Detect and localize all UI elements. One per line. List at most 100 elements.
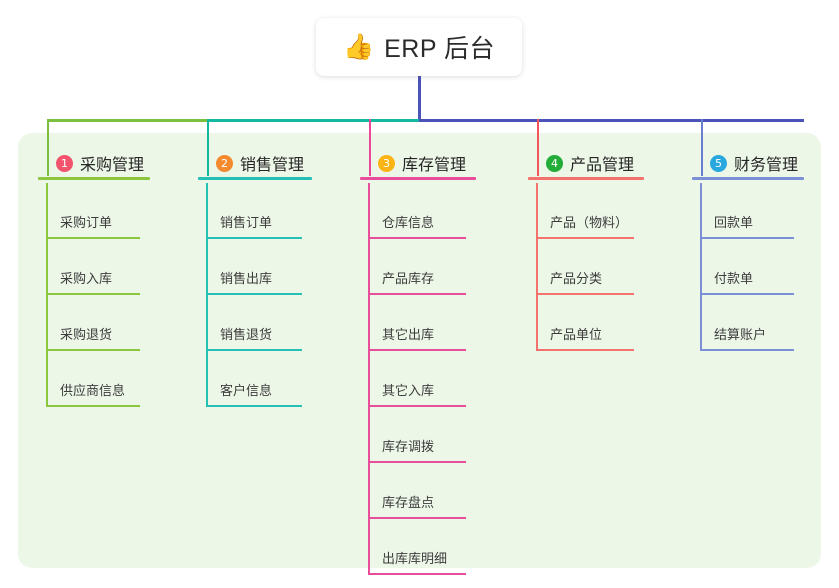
leaf-stem: [206, 351, 208, 407]
leaf-underline: [368, 237, 466, 239]
leaf-underline: [368, 573, 466, 575]
leaf-list-3: 仓库信息产品库存其它出库其它入库库存调拨库存盘点出库库明细: [360, 183, 516, 575]
leaf-stem: [536, 295, 538, 351]
leaf-item[interactable]: 销售出库: [198, 239, 352, 295]
leaf-stem: [368, 519, 370, 575]
leaf-stem: [700, 239, 702, 295]
leaf-item[interactable]: 其它入库: [360, 351, 516, 407]
leaf-item[interactable]: 客户信息: [198, 351, 352, 407]
branch-number-badge: 4: [546, 154, 563, 172]
leaf-label: 其它入库: [382, 383, 435, 398]
root-title: ERP 后台: [384, 35, 496, 63]
leaf-item[interactable]: 产品（物料）: [528, 183, 684, 239]
leaf-label: 产品（物料）: [550, 215, 629, 230]
leaf-item[interactable]: 产品单位: [528, 295, 684, 351]
branch-column-1: 1 采购管理采购订单采购入库采购退货供应商信息: [38, 146, 190, 407]
branch-number-badge: 5: [710, 154, 727, 172]
leaf-label: 出库库明细: [382, 551, 448, 566]
branch-underline: [528, 177, 644, 180]
leaf-stem: [46, 351, 48, 407]
leaf-stem: [700, 295, 702, 351]
branch-header-3[interactable]: 3 库存管理: [360, 146, 516, 180]
leaf-underline: [700, 293, 794, 295]
leaf-underline: [206, 293, 302, 295]
drop-connector-4: [537, 119, 539, 176]
leaf-stem: [368, 183, 370, 239]
leaf-item[interactable]: 产品库存: [360, 239, 516, 295]
leaf-item[interactable]: 库存盘点: [360, 463, 516, 519]
leaf-underline: [206, 349, 302, 351]
leaf-list-4: 产品（物料） 产品分类产品单位: [528, 183, 684, 351]
leaf-item[interactable]: 采购订单: [38, 183, 190, 239]
leaf-underline: [536, 349, 634, 351]
leaf-stem: [206, 183, 208, 239]
branch-underline: [692, 177, 804, 180]
leaf-stem: [368, 239, 370, 295]
leaf-label: 结算账户: [714, 327, 767, 342]
branch-title: 库存管理: [402, 157, 467, 174]
leaf-label: 产品分类: [550, 271, 603, 286]
branch-number-badge: 2: [216, 154, 233, 172]
trunk-connector: [418, 76, 421, 122]
leaf-stem: [368, 407, 370, 463]
leaf-underline: [368, 405, 466, 407]
leaf-underline: [368, 293, 466, 295]
root-node[interactable]: 👍 ERP 后台: [316, 18, 522, 76]
leaf-item[interactable]: 采购退货: [38, 295, 190, 351]
branch-number-badge: 3: [378, 154, 395, 172]
leaf-label: 销售退货: [220, 327, 273, 342]
leaf-label: 回款单: [714, 215, 754, 230]
leaf-label: 付款单: [714, 271, 754, 286]
leaf-stem: [368, 295, 370, 351]
leaf-underline: [700, 349, 794, 351]
leaf-underline: [46, 293, 140, 295]
leaf-label: 销售订单: [220, 215, 273, 230]
branch-column-2: 2 销售管理销售订单销售出库销售退货客户信息: [198, 146, 352, 407]
leaf-item[interactable]: 出库库明细: [360, 519, 516, 575]
leaf-item[interactable]: 回款单: [692, 183, 839, 239]
leaf-underline: [206, 237, 302, 239]
leaf-underline: [536, 237, 634, 239]
leaf-stem: [206, 239, 208, 295]
leaf-stem: [368, 351, 370, 407]
bus-segment-mid: [208, 119, 419, 122]
leaf-item[interactable]: 库存调拨: [360, 407, 516, 463]
leaf-item[interactable]: 其它出库: [360, 295, 516, 351]
branch-title: 采购管理: [80, 157, 145, 174]
branch-title: 销售管理: [240, 157, 305, 174]
leaf-label: 采购订单: [60, 215, 113, 230]
leaf-label: 库存盘点: [382, 495, 435, 510]
leaf-underline: [368, 461, 466, 463]
leaf-underline: [46, 237, 140, 239]
leaf-label: 采购入库: [60, 271, 113, 286]
leaf-item[interactable]: 销售退货: [198, 295, 352, 351]
leaf-item[interactable]: 付款单: [692, 239, 839, 295]
leaf-label: 仓库信息: [382, 215, 435, 230]
leaf-underline: [206, 405, 302, 407]
leaf-stem: [46, 295, 48, 351]
leaf-stem: [368, 463, 370, 519]
leaf-item[interactable]: 产品分类: [528, 239, 684, 295]
leaf-label: 供应商信息: [60, 383, 126, 398]
leaf-item[interactable]: 销售订单: [198, 183, 352, 239]
leaf-item[interactable]: 仓库信息: [360, 183, 516, 239]
leaf-label: 产品库存: [382, 271, 435, 286]
branch-header-1[interactable]: 1 采购管理: [38, 146, 190, 180]
drop-connector-5: [701, 119, 703, 176]
leaf-underline: [368, 349, 466, 351]
bus-segment-right: [419, 119, 804, 122]
leaf-item[interactable]: 供应商信息: [38, 351, 190, 407]
branch-number-badge: 1: [56, 154, 73, 172]
leaf-label: 客户信息: [220, 383, 273, 398]
leaf-stem: [206, 295, 208, 351]
leaf-item[interactable]: 结算账户: [692, 295, 839, 351]
leaf-item[interactable]: 采购入库: [38, 239, 190, 295]
leaf-stem: [536, 183, 538, 239]
branch-header-2[interactable]: 2 销售管理: [198, 146, 352, 180]
bus-segment-left: [48, 119, 208, 122]
